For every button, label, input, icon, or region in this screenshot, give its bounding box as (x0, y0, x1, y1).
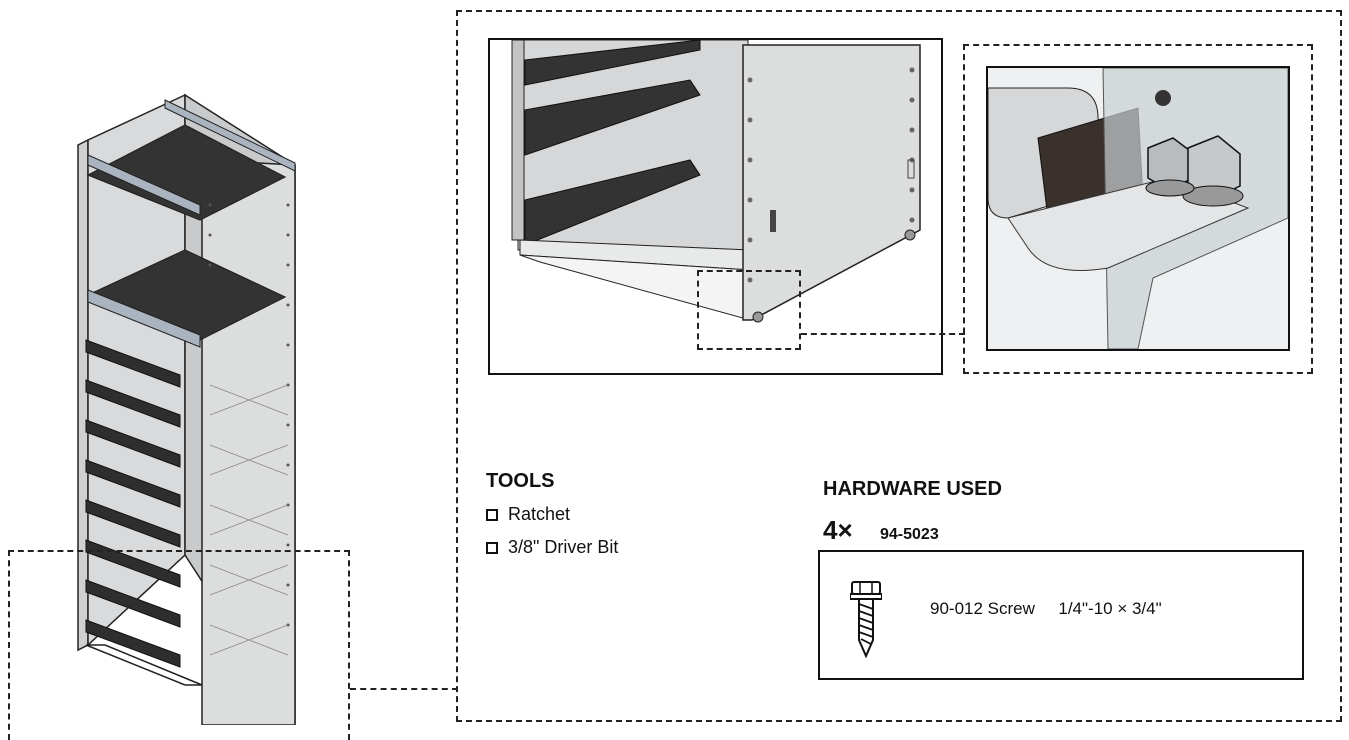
hardware-kit-number: 94-5023 (880, 526, 939, 543)
hardware-item-description: 90-012 Screw 1/4"-10 × 3/4" (930, 599, 1162, 619)
tool-label: 3/8" Driver Bit (508, 537, 619, 557)
screw-icon (850, 578, 882, 658)
tool-item-driver-bit: 3/8" Driver Bit (486, 537, 618, 558)
hardware-heading: HARDWARE USED (823, 478, 1002, 500)
tools-heading: TOOLS (486, 470, 555, 492)
closeup-view-bolt-frame (963, 44, 1313, 374)
callout-connector-right (801, 333, 965, 335)
cabinet-illustration (60, 85, 300, 725)
callout-connector-left (350, 688, 458, 690)
closeup-view-rack-corner (488, 38, 943, 375)
hardware-item-size: 1/4"-10 × 3/4" (1058, 599, 1162, 618)
closeup-view-bolt (986, 66, 1290, 351)
detail-panel (456, 10, 1342, 722)
checkbox-icon[interactable] (486, 508, 498, 521)
hardware-quantity: 4× (823, 515, 853, 545)
tool-label: Ratchet (508, 504, 571, 524)
zoom-target-box (697, 270, 801, 350)
tool-item-ratchet: Ratchet (486, 504, 570, 525)
hardware-item-box (818, 550, 1304, 680)
hardware-item-label: 90-012 Screw (930, 599, 1035, 618)
checkbox-icon[interactable] (486, 541, 498, 554)
cabinet-base-callout (8, 550, 350, 740)
